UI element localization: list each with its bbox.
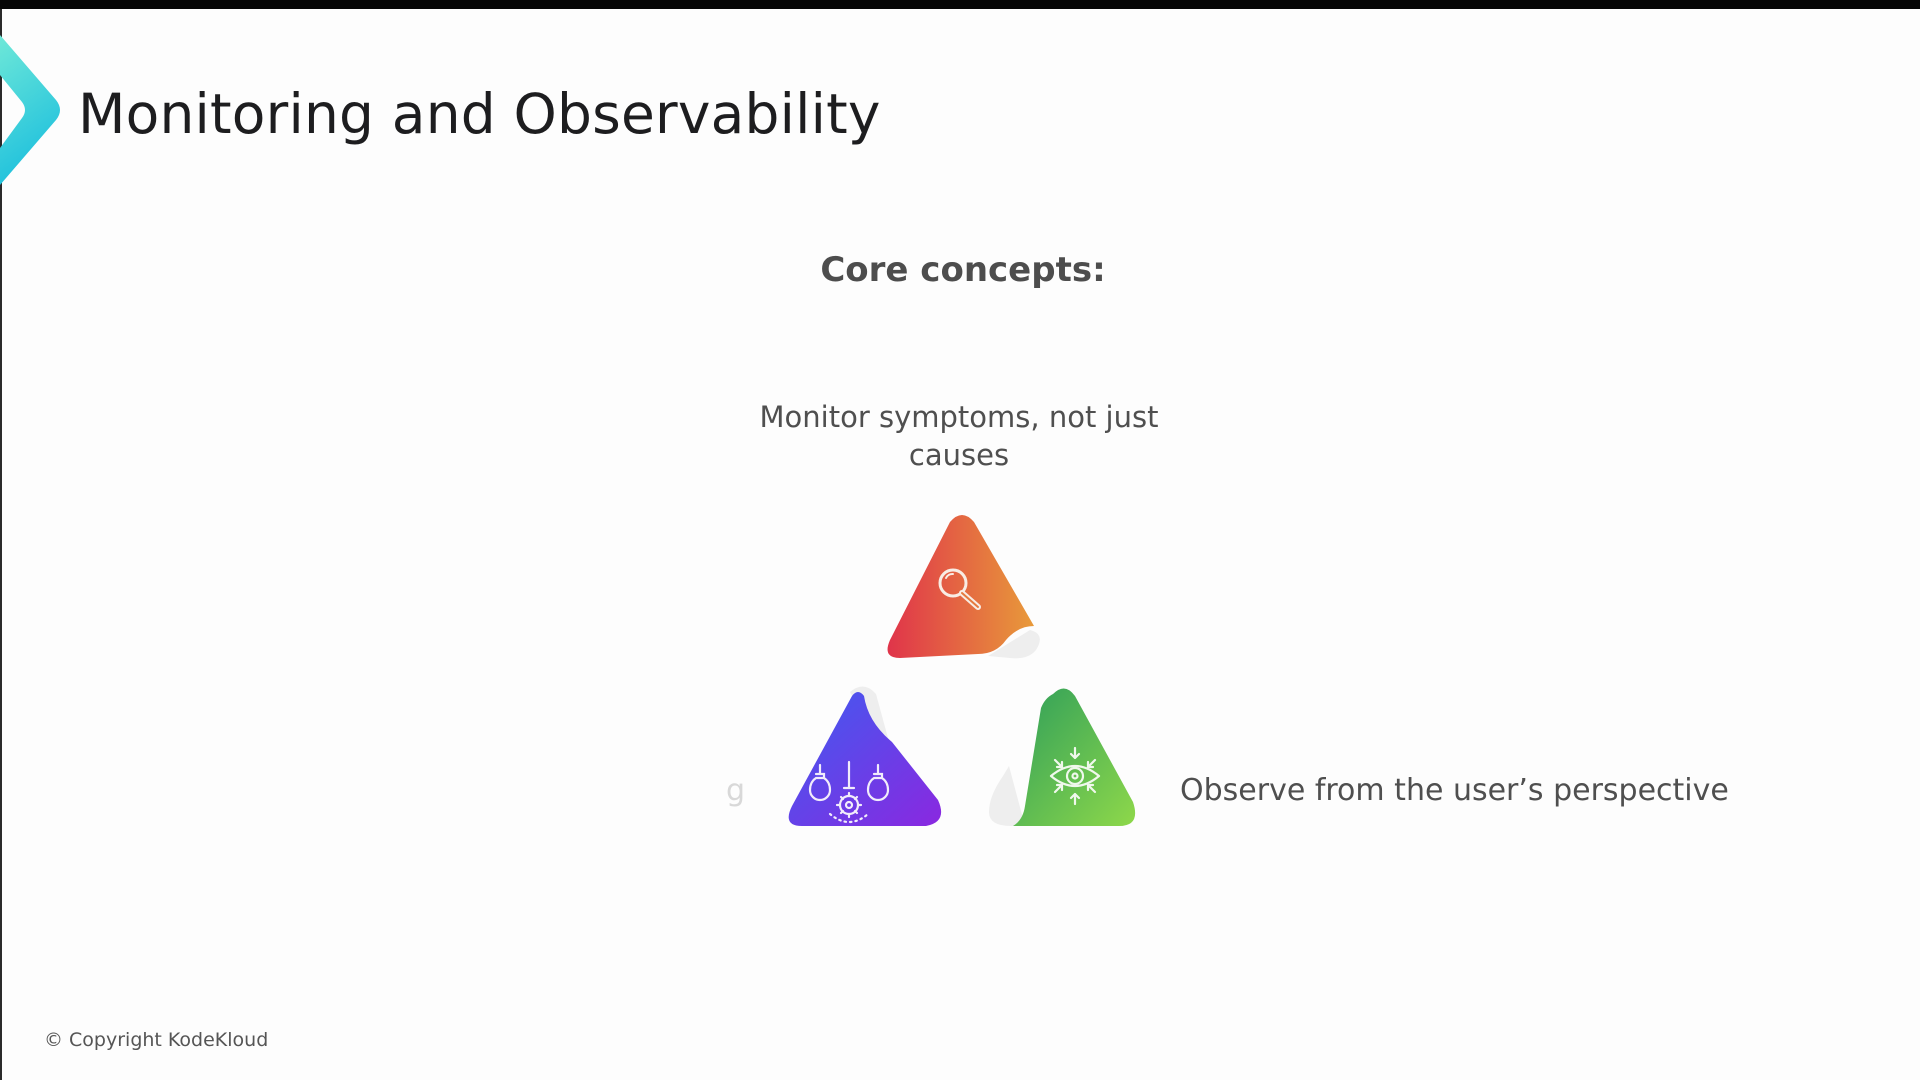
- concept-triangle-bottom-left: [788, 686, 942, 826]
- concept-label-bottom-right: Observe from the user’s perspective: [1180, 773, 1729, 808]
- core-concepts-heading: Core concepts:: [820, 250, 1106, 290]
- chevron-logo-icon: [0, 35, 60, 185]
- lightbulbs-gear-icon: [808, 760, 890, 824]
- copyright-footer: © Copyright KodeKloud: [44, 1029, 269, 1051]
- eye-focus-icon: [1049, 746, 1101, 806]
- slide-title: Monitoring and Observability: [78, 82, 881, 146]
- left-edge-line: [0, 9, 2, 1080]
- concept-label-bottom-left: g: [726, 773, 746, 808]
- magnifier-icon: [938, 568, 981, 610]
- concept-label-top: Monitor symptoms, not just causes: [759, 400, 1159, 472]
- concept-triangle-top: [887, 515, 1040, 659]
- concept-triangle-bottom-right: [989, 688, 1136, 826]
- top-bar: [0, 0, 1920, 9]
